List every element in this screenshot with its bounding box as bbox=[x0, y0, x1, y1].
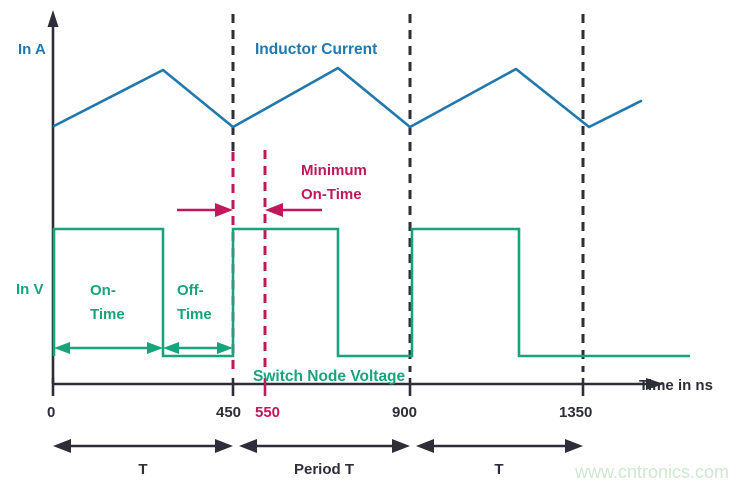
off-time-measure-arrow bbox=[163, 342, 233, 354]
period-label-third: T bbox=[494, 461, 503, 478]
minimum-on-time-left-arrow bbox=[177, 203, 233, 217]
inductor-current-waveform bbox=[52, 66, 643, 129]
off-time-label-line2: Time bbox=[177, 306, 212, 323]
period-arrow-third bbox=[416, 439, 583, 453]
inductor-current-label: Inductor Current bbox=[255, 41, 377, 58]
switch-node-voltage-waveform bbox=[52, 227, 690, 358]
period-arrow-second bbox=[239, 439, 410, 453]
on-time-label-line1: On- bbox=[90, 282, 116, 299]
switch-node-voltage-label: Switch Node Voltage bbox=[253, 368, 406, 385]
period-label-second: Period T bbox=[294, 461, 354, 478]
period-arrow-first bbox=[53, 439, 233, 453]
x-axis-arrowhead bbox=[646, 378, 664, 390]
tick-label-450: 450 bbox=[216, 404, 241, 421]
tick-label-550: 550 bbox=[255, 404, 280, 421]
off-time-label-line1: Off- bbox=[177, 282, 204, 299]
minimum-on-time-label-line1: Minimum bbox=[301, 162, 367, 179]
tick-label-1350: 1350 bbox=[559, 404, 592, 421]
tick-label-900: 900 bbox=[392, 404, 417, 421]
x-axis-label: Time in ns bbox=[639, 377, 713, 394]
y-axis-label-current: In A bbox=[18, 41, 46, 58]
minimum-on-time-label-line2: On-Time bbox=[301, 186, 362, 203]
minimum-on-time-right-arrow bbox=[265, 203, 322, 217]
y-axis-arrowhead bbox=[47, 10, 59, 27]
tick-label-0: 0 bbox=[47, 404, 55, 421]
on-time-measure-arrow bbox=[54, 342, 163, 354]
period-label-first: T bbox=[138, 461, 147, 478]
watermark: www.cntronics.com bbox=[574, 462, 729, 482]
x-tick-marks bbox=[51, 378, 585, 396]
on-time-label-line2: Time bbox=[90, 306, 125, 323]
y-axis-label-voltage: In V bbox=[16, 281, 44, 298]
